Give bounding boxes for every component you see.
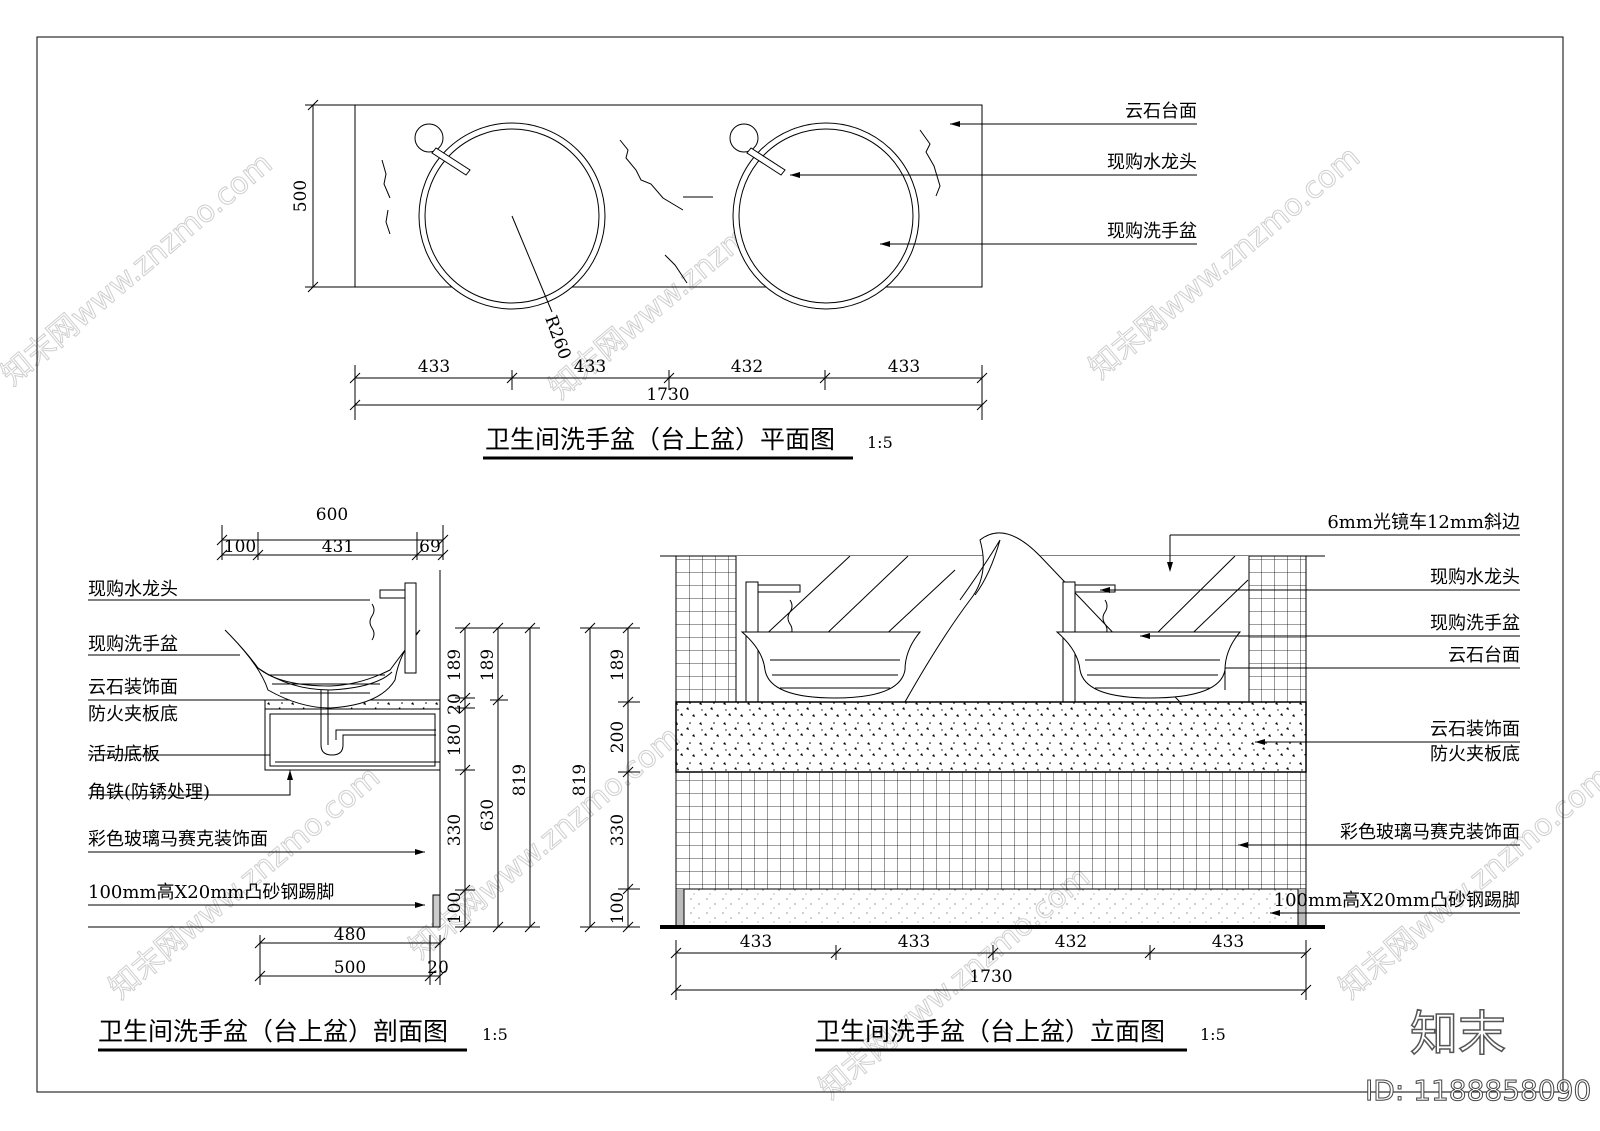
elev-dim-seg2: 433 [898, 932, 930, 952]
plan-label-basin: 现购洗手盆 [1107, 221, 1197, 242]
section-dim-v180: 180 [445, 724, 465, 756]
plan-label-faucet: 现购水龙头 [1107, 152, 1197, 173]
section-view [88, 525, 540, 1052]
elev-dim-v189: 189 [608, 649, 628, 681]
elev-label-counter: 云石台面 [1448, 645, 1520, 666]
section-basin [224, 629, 421, 709]
plan-dim-seg3: 432 [731, 357, 763, 377]
plan-dim-seg1: 433 [418, 357, 450, 377]
sheet-border [36, 36, 1564, 1093]
section-dim-b500: 500 [334, 958, 366, 978]
section-dim-top-total: 600 [316, 505, 348, 525]
elev-basin-right [1055, 631, 1242, 699]
brand-logo: 知末 [1410, 1006, 1506, 1062]
elevation-scale: 1:5 [1200, 1025, 1226, 1044]
section-dim-top-a: 100 [224, 537, 256, 557]
elev-label-faucet: 现购水龙头 [1430, 567, 1520, 588]
faucet-right-icon [729, 123, 759, 153]
section-dim-v189a: 189 [445, 649, 465, 681]
section-dim-v189b: 189 [478, 649, 498, 681]
elev-label-kick: 100mm高X20mm凸砂钢踢脚 [1274, 890, 1520, 911]
elev-dim-v330: 330 [608, 814, 628, 846]
plan-dim-height: 500 [291, 180, 311, 212]
plan-label-counter: 云石台面 [1125, 101, 1197, 122]
elev-basin-left [740, 631, 922, 699]
section-title: 卫生间洗手盆（台上盆）剖面图 [98, 1017, 448, 1046]
faucet-left-spout [431, 147, 471, 176]
section-dim-v819: 819 [510, 764, 530, 796]
section-label-basin: 现购洗手盆 [88, 634, 178, 655]
plan-view [305, 99, 1197, 460]
faucet-right-spout [746, 147, 786, 176]
section-dim-v100: 100 [445, 892, 465, 924]
stone-decor-band [675, 701, 1307, 773]
elev-dim-total: 1730 [969, 967, 1012, 987]
section-label-angle-iron: 角铁(防锈处理) [88, 782, 210, 803]
section-dim-top-b: 431 [322, 537, 354, 557]
elev-dim-v100: 100 [608, 892, 628, 924]
plan-dim-radius: R260 [540, 313, 574, 362]
elev-label-stone-face: 云石装饰面 [1430, 719, 1520, 740]
section-dim-top-c: 69 [419, 537, 441, 557]
stone-countertop [354, 104, 983, 288]
plan-dim-total: 1730 [646, 385, 689, 405]
elev-dim-v200: 200 [608, 721, 628, 753]
elev-dim-seg3: 432 [1055, 932, 1087, 952]
section-dim-b20: 20 [427, 958, 449, 978]
watermark-text: 知末网www.znzmo.com [1083, 140, 1367, 386]
watermark-text: 知末网www.znzmo.com [0, 146, 279, 392]
elev-label-mirror: 6mm光镜车12mm斜边 [1327, 512, 1520, 533]
elevation-view [580, 532, 1520, 1052]
elev-dim-seg1: 433 [740, 932, 772, 952]
elev-label-fire-board: 防火夹板底 [1430, 744, 1520, 765]
plan-scale: 1:5 [867, 433, 893, 452]
section-dim-v20: 20 [445, 693, 465, 715]
kick-plate [432, 894, 441, 928]
section-dim-b480: 480 [334, 925, 366, 945]
elev-dim-seg4: 433 [1212, 932, 1244, 952]
mosaic-right-column [1248, 555, 1307, 703]
section-dim-v630: 630 [478, 799, 498, 831]
elevation-title: 卫生间洗手盆（台上盆）立面图 [815, 1017, 1165, 1046]
radius-line [511, 215, 553, 313]
plan-dim-seg2: 433 [574, 357, 606, 377]
section-scale: 1:5 [482, 1025, 508, 1044]
plan-dim-seg4: 433 [888, 357, 920, 377]
section-label-kick: 100mm高X20mm凸砂钢踢脚 [88, 882, 334, 903]
basin-right-inner [738, 128, 914, 304]
elev-dim-v819: 819 [570, 764, 590, 796]
section-label-fire-board: 防火夹板底 [88, 704, 178, 725]
section-label-faucet: 现购水龙头 [88, 579, 178, 600]
section-label-bottom-board: 活动底板 [88, 744, 160, 765]
mosaic-cabinet-face [675, 771, 1307, 890]
elev-label-basin: 现购洗手盆 [1430, 613, 1520, 634]
brand-id: ID: 1188858090 [1365, 1074, 1591, 1107]
section-label-stone-face: 云石装饰面 [88, 677, 178, 698]
elev-label-mosaic: 彩色玻璃马赛克装饰面 [1340, 822, 1520, 843]
section-faucet [404, 582, 417, 674]
mosaic-left-column [675, 555, 737, 703]
plan-title: 卫生间洗手盆（台上盆）平面图 [485, 425, 835, 454]
section-dim-v330: 330 [445, 814, 465, 846]
faucet-left-icon [414, 123, 444, 153]
watermark-text: 知末网www.znzmo.com [1333, 760, 1600, 1006]
section-label-mosaic: 彩色玻璃马赛克装饰面 [88, 829, 268, 850]
steel-kick-plate [683, 888, 1299, 928]
